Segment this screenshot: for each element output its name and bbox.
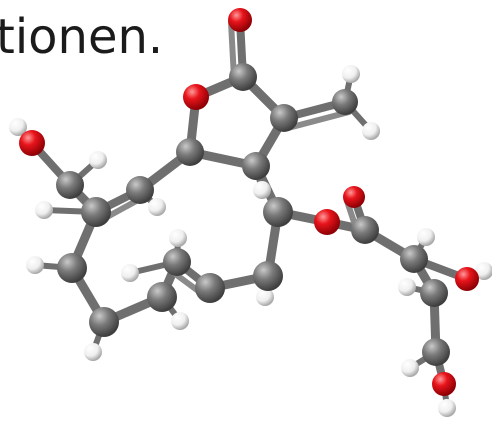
carbon-atoms <box>56 63 450 366</box>
oxygen-atoms <box>19 8 479 396</box>
hydrogen-atoms <box>9 65 492 417</box>
caption-text: tionen. <box>0 9 164 65</box>
